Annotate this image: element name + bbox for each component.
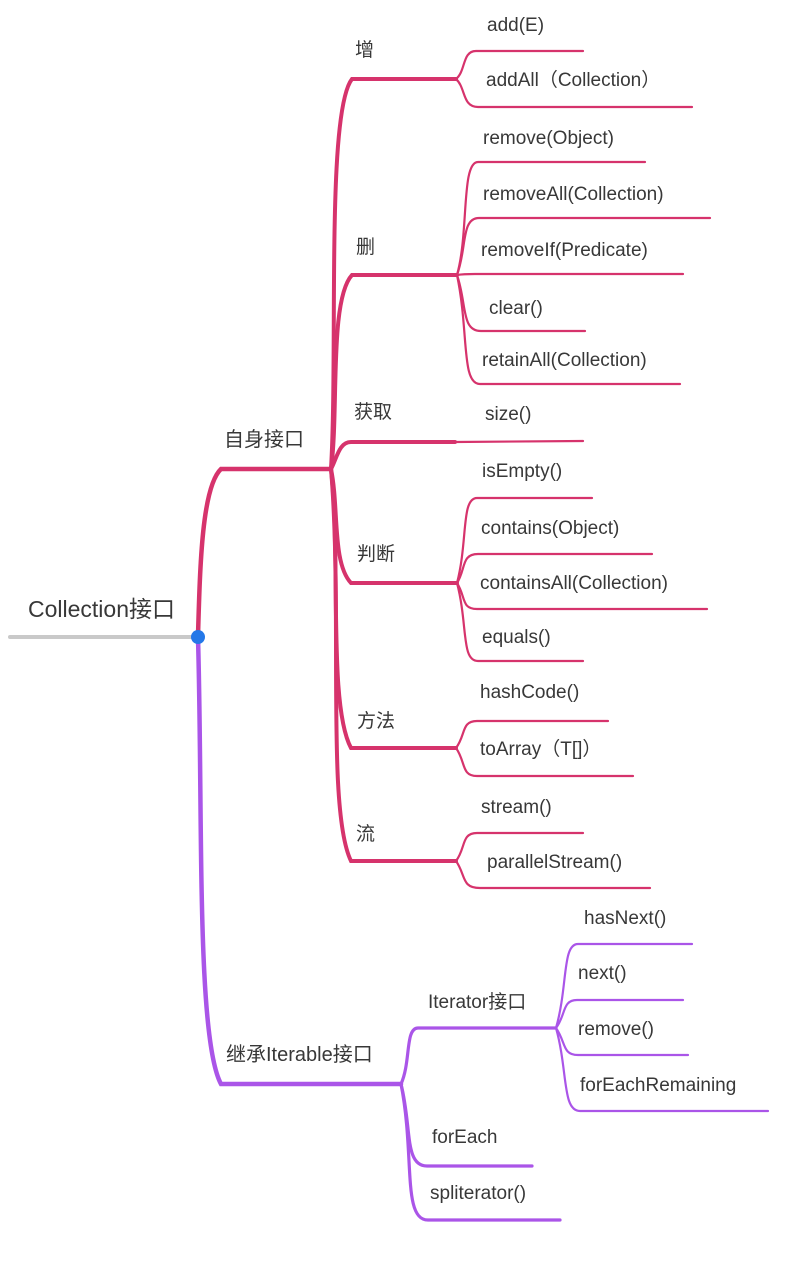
node-method-size[interactable]: size() [485, 404, 532, 425]
edge-stream-parallelStream [454, 859, 652, 890]
node-method-parallelStream[interactable]: parallelStream() [487, 852, 623, 873]
edge-iterable-iterator [399, 1026, 558, 1086]
edge-add-addE [454, 49, 585, 81]
edge-delete-removeIf [455, 272, 685, 277]
edge-judge-isEmpty [455, 496, 594, 585]
node-method-contains[interactable]: contains(Object) [481, 518, 620, 539]
root-junction-dot[interactable] [191, 630, 205, 644]
node-method-iterator-remove[interactable]: remove() [578, 1019, 655, 1040]
edge-iterator-hasNext [554, 942, 694, 1030]
node-own-interface[interactable]: 自身接口 [224, 429, 304, 451]
edge-iterable-forEach [399, 1082, 534, 1168]
node-category-add[interactable]: 增 [355, 40, 375, 61]
edge-method-toArray [454, 746, 635, 778]
node-method-forEachRemaining[interactable]: forEachRemaining [580, 1075, 737, 1096]
node-root[interactable]: Collection接口 [28, 596, 175, 622]
edge-root-own [195, 466, 334, 639]
node-method-next[interactable]: next() [578, 963, 627, 984]
node-method-addAll[interactable]: addAll（Collection） [486, 70, 661, 91]
node-method-stream[interactable]: stream() [481, 797, 552, 818]
node-method-containsAll[interactable]: containsAll(Collection) [480, 573, 668, 594]
node-method-remove[interactable]: remove(Object) [483, 128, 614, 149]
edge-root-iterable [195, 635, 404, 1087]
node-method-removeIf[interactable]: removeIf(Predicate) [481, 240, 648, 261]
edge-delete-removeAll [455, 216, 712, 277]
node-method-equals[interactable]: equals() [482, 627, 551, 648]
node-method-hashCode[interactable]: hashCode() [480, 682, 580, 703]
node-method-isEmpty[interactable]: isEmpty() [482, 461, 563, 482]
edge-own-method [329, 467, 458, 750]
node-method-forEach[interactable]: forEach [432, 1127, 498, 1148]
edge-delete-retainAll [455, 273, 682, 386]
node-category-delete[interactable]: 删 [356, 237, 376, 258]
edge-own-get [329, 440, 457, 471]
edge-method-hashCode [454, 719, 610, 750]
node-category-judge[interactable]: 判断 [357, 544, 396, 565]
edge-iterator-remove [554, 1026, 690, 1057]
edge-get-size [453, 439, 585, 444]
edge-own-delete [329, 273, 459, 471]
node-method-removeAll[interactable]: removeAll(Collection) [483, 184, 664, 205]
edge-iterator-next [554, 998, 685, 1030]
node-method-retainAll[interactable]: retainAll(Collection) [482, 350, 647, 371]
node-method-hasNext[interactable]: hasNext() [584, 908, 667, 929]
node-iterator-interface[interactable]: Iterator接口 [428, 992, 527, 1013]
node-method-add[interactable]: add(E) [487, 15, 545, 36]
edge-add-addAll [454, 77, 694, 109]
edge-judge-contains [455, 552, 654, 585]
edge-iterator-forEachRemaining [554, 1026, 770, 1113]
edge-iterable-spliterator [399, 1082, 562, 1222]
edge-stream-stream [454, 831, 585, 863]
edge-own-stream [329, 467, 458, 863]
edge-own-judge [329, 467, 459, 585]
node-category-get[interactable]: 获取 [354, 402, 393, 423]
edge-judge-containsAll [455, 581, 709, 611]
node-category-stream[interactable]: 流 [356, 824, 376, 845]
edge-judge-equals [455, 581, 585, 663]
node-iterable-interface[interactable]: 继承Iterable接口 [226, 1044, 373, 1066]
node-method-spliterator[interactable]: spliterator() [430, 1183, 527, 1204]
node-method-toArray[interactable]: toArray（T[]） [480, 739, 602, 760]
node-category-method[interactable]: 方法 [357, 711, 396, 732]
node-method-clear[interactable]: clear() [489, 298, 543, 319]
